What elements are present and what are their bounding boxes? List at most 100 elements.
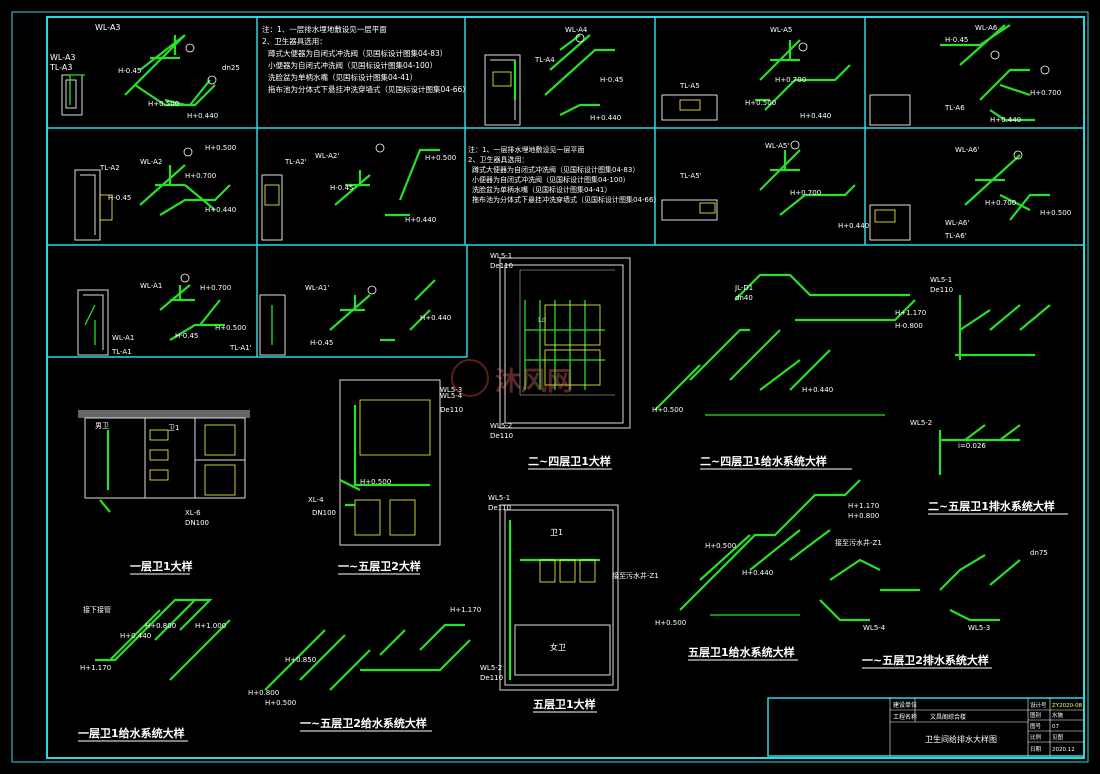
- label-h0500-2: H+0.500: [265, 699, 296, 707]
- supply-system-1-5-toilet2: H+0.800 H+0.500 H+1.170 H+0.850 一~五层卫2给水…: [248, 606, 481, 732]
- label-tl-a6p: WL-A6': [945, 219, 969, 227]
- note-mid-4: 小便器为自闭式冲洗阀（见国标设计图集04-100）: [472, 175, 630, 184]
- label-xl6: XL-6: [185, 509, 201, 517]
- detail-wl-a4: WL-A4 TL-A4 H-0.45 H+0.440: [484, 26, 623, 126]
- label-wl5-4: WL5-4: [440, 392, 463, 400]
- label-de110-2: De110: [490, 432, 513, 440]
- tb-field-k0: 设计号: [1030, 701, 1047, 709]
- note-line-5: 洗脸盆为单柄水嘴（见国标设计图集04-41）: [268, 72, 417, 82]
- label-wl-a1p: WL-A1': [305, 284, 329, 292]
- label-de110-1: De110: [490, 262, 513, 270]
- label-wl-a1: WL-A1: [140, 282, 162, 290]
- tb-field-v4: 2020.12: [1052, 747, 1075, 753]
- caption-2-5-drain: 二~五层卫1排水系统大样: [928, 499, 1055, 513]
- label-h0440-1: H+0.440: [120, 632, 151, 640]
- label-dn40: dn40: [735, 294, 753, 302]
- note-mid-5: 洗脸盆为单柄水嘴（见国标设计图集04-41）: [472, 185, 611, 194]
- top-grid: [47, 17, 1085, 358]
- label-h0850: H+0.850: [285, 656, 316, 664]
- label-wl-a5: WL-A5: [770, 26, 792, 34]
- label-h0440-a6: H+0.440: [990, 116, 1021, 124]
- label-wl-a4: WL-A4: [565, 26, 588, 34]
- label-h0440-a2p: H+0.440: [405, 216, 436, 224]
- label-wl-a3-left: WL-A3: [50, 53, 76, 62]
- label-h0700-a2: H+0.700: [185, 172, 216, 180]
- label-h0500-a6p: H+0.500: [1040, 209, 1071, 217]
- label-xl4: XL-4: [308, 496, 324, 504]
- label-jld1: JL-D1: [734, 284, 753, 292]
- notes-top: 注：1、一层排水埋地敷设见一层平面 2、卫生器具选用： 蹲式大便器为自闭式冲洗阀…: [262, 24, 470, 94]
- supply-system-1-floor: 接下接管 H+1.170 H+0.440 H+0.800 H+1.000 一层卫…: [78, 598, 231, 742]
- detail-wl-a6: WL-A6 H-0.45 TL-A6 H+0.700 H+0.440: [869, 24, 1061, 126]
- label-tl-a1: TL-A1: [111, 348, 132, 356]
- label-h045-a6: H-0.45: [945, 36, 968, 44]
- detail-wl-a5: WL-A5 TL-A5 H+0.700 H+0.500 H+0.440: [661, 26, 851, 121]
- label-w1-5: 卫1: [550, 528, 563, 537]
- label-h0500-5: H+0.500: [705, 542, 736, 550]
- label-h0500: H+0.500: [148, 100, 179, 108]
- drain-system-2-5-floor: WL5-1 De110 WL5-2 i=0.026 二~五层卫1排水系统大样: [910, 276, 1068, 515]
- label-jiehe-5: 接至污水井-Z1: [835, 538, 882, 547]
- watermark-text: 沐风网: [495, 367, 573, 397]
- detail-wl-a6-prime: WL-A6' WL-A6' TL-A6' H+0.500 H+0.700: [869, 146, 1071, 241]
- supply-system-2-4-floor: JL-D1 dn40 H+1.170 H-0.800 H+0.440 H+0.5…: [652, 273, 926, 470]
- label-h1170-5: H+1.170: [848, 502, 879, 510]
- label-h0800-5: H+0.800: [848, 512, 879, 520]
- label-wl-a6p: WL-A6': [955, 146, 979, 154]
- label-tl-a6: TL-A6: [944, 104, 965, 112]
- label-h0440-a5p: H+0.440: [838, 222, 869, 230]
- label-h0500-a5: H+0.500: [745, 99, 776, 107]
- label-wl5-2-d: WL5-2: [910, 419, 932, 427]
- label-de110-5: De110: [488, 504, 511, 512]
- label-tl-a6p2: TL-A6': [944, 232, 967, 240]
- tb-project-value: 文昌阁综合楼: [930, 713, 966, 721]
- plan-5-floor-toilet1: 卫1 女卫 WL5-1 De110 WL5-2 De110 接至污水井-Z1 五…: [480, 494, 659, 713]
- label-wl-a2: WL-A2: [140, 158, 162, 166]
- label-h0800-2: H+0.800: [248, 689, 279, 697]
- label-jiehe: 接至污水井-Z1: [612, 571, 659, 580]
- label-gw: 接下接管: [83, 605, 111, 614]
- caption-1-5-drain: 一~五层卫2排水系统大样: [862, 653, 989, 667]
- label-h-0800: H-0.800: [895, 322, 923, 330]
- label-wl5-4-d: WL5-4: [863, 624, 886, 632]
- note-mid-2: 2、卫生器具选用：: [468, 155, 528, 164]
- label-nvce: 女卫: [550, 642, 566, 652]
- label-jl-d1: Ld: [538, 316, 546, 324]
- notes-mid: 注：1、一层排水埋地敷设见一层平面 2、卫生器具选用： 蹲式大便器为自闭式冲洗阀…: [468, 145, 660, 204]
- label-tl-a2: TL-A2: [99, 164, 120, 172]
- detail-wl-a1: WL-A1 WL-A1 TL-A1 H+0.700 H+0.500 H-0.45: [77, 273, 246, 356]
- detail-wl-a1-prime: WL-A1' TL-A1' H-0.45 H+0.440: [229, 279, 451, 356]
- label-h1170: H+1.170: [895, 309, 926, 317]
- plan-1-5-floor-toilet2: XL-4 DN100 H+0.500 WL5-4 De110 一~五层卫2大样: [308, 379, 463, 575]
- label-h0500-a1: H+0.500: [215, 324, 246, 332]
- label-wl-a6: WL-A6: [975, 24, 998, 32]
- caption-1-5-supply2: 一~五层卫2给水系统大样: [300, 716, 427, 730]
- label-h045-a1p: H-0.45: [310, 339, 333, 347]
- label-h0440-a1p: H+0.440: [420, 314, 451, 322]
- note-line-4: 小便器为自闭式冲洗阀（见国标设计图集04-100）: [268, 60, 437, 70]
- caption-2-4-supply: 二~四层卫1给水系统大样: [700, 454, 827, 468]
- note-line-6: 拖布池为分体式下悬挂冲洗穿墙式（见国标设计图集04-66）: [268, 84, 470, 94]
- caption-1-toilet1: 一层卫1大样: [130, 559, 193, 573]
- label-wl-a2p: WL-A2': [315, 152, 339, 160]
- caption-1-5-toilet2: 一~五层卫2大样: [338, 559, 421, 573]
- label-h0500-s: H+0.500: [652, 406, 683, 414]
- label-h045-a2p: H-0.45: [330, 184, 353, 192]
- drain-system-1-5-toilet2: WL5-4 WL5-3 dn75 一~五层卫2排水系统大样: [819, 549, 1048, 669]
- tb-drawing-title: 卫生间给排水大样图: [925, 734, 997, 744]
- label-h0500-t2: H+0.500: [360, 478, 391, 486]
- label-wl5-2-5: WL5-2: [480, 664, 502, 672]
- outer-border: [11, 11, 1089, 763]
- detail-wl-a2: WL-A2 TL-A2 H+0.500 H+0.700 H-0.45 H+0.4…: [74, 144, 236, 241]
- label-dn75: dn75: [1030, 549, 1048, 557]
- label-h045-a2: H-0.45: [108, 194, 131, 202]
- supply-system-5-floor: H+1.170 H+0.800 H+0.500 H+0.440 H+0.500 …: [655, 479, 882, 661]
- tb-field-k1: 图别: [1030, 711, 1041, 719]
- label-h0700-a5p: H+0.700: [790, 189, 821, 197]
- label-wl5-3-d: WL5-3: [968, 624, 990, 632]
- tb-field-k2: 图号: [1030, 722, 1042, 730]
- label-wl-a3: WL-A3: [95, 23, 121, 32]
- note-mid-6: 拖布池为分体式下悬挂冲洗穿墙式（见国标设计图集04-66）: [472, 195, 660, 204]
- caption-2-4-toilet1: 二~四层卫1大样: [528, 454, 611, 468]
